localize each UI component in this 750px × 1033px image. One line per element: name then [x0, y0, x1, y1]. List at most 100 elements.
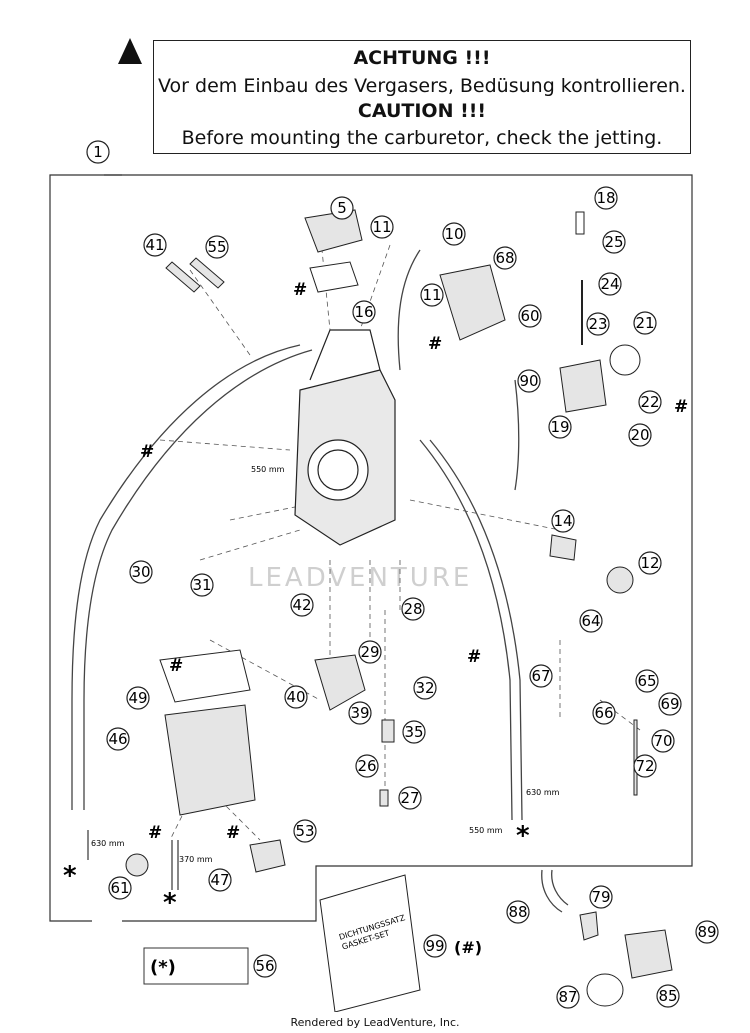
callout-circle: [352, 300, 376, 324]
callout-circle: [638, 551, 662, 575]
callout-circle: [628, 423, 652, 447]
callout-60: 60: [518, 304, 542, 328]
callout-number: 11: [372, 218, 391, 236]
callout-70: 70: [651, 729, 675, 753]
callout-26: 26: [355, 754, 379, 778]
callout-circle: [556, 985, 580, 1009]
drain-plug-part: [249, 839, 286, 873]
callout-number: 90: [519, 372, 538, 390]
callout-number: 60: [520, 307, 539, 325]
callout-72: 72: [633, 754, 657, 778]
callout-number: 18: [596, 189, 615, 207]
main-jet-part: [379, 789, 389, 807]
needle-jet-part: [381, 719, 395, 743]
callout-number: 67: [531, 667, 550, 685]
legend-box: [143, 947, 249, 985]
callout-number: 14: [553, 512, 572, 530]
callout-46: 46: [106, 727, 130, 751]
clamp-79-part: [579, 911, 599, 941]
callout-number: 12: [640, 554, 659, 572]
callout-66: 66: [592, 701, 616, 725]
callout-number: 85: [658, 987, 677, 1005]
callout-number: 89: [697, 923, 716, 941]
legend-hash-label: (#): [454, 938, 482, 957]
callout-circle: [529, 664, 553, 688]
float-gasket-part: [159, 649, 251, 703]
callout-number: 28: [403, 600, 422, 618]
callout-circle: [398, 786, 422, 810]
markers: # # # # # # # # * * *: [63, 280, 688, 918]
length-label: 630 mm: [526, 788, 560, 797]
star-marker: *: [516, 821, 530, 851]
callout-circle: [208, 868, 232, 892]
callout-number: 79: [591, 888, 610, 906]
callout-circle: [656, 984, 680, 1008]
callout-number: 39: [350, 704, 369, 722]
callout-number: 56: [255, 957, 274, 975]
callout-circle: [594, 186, 618, 210]
callout-90: 90: [517, 369, 541, 393]
callout-31: 31: [190, 573, 214, 597]
callout-30: 30: [129, 560, 153, 584]
callout-28: 28: [401, 597, 425, 621]
callout-64: 64: [579, 609, 603, 633]
callout-47: 47: [208, 868, 232, 892]
callout-number: 19: [550, 418, 569, 436]
callout-circle: [579, 609, 603, 633]
callout-circle: [413, 676, 437, 700]
callout-number: 99: [425, 937, 444, 955]
carburetor-body: [294, 329, 396, 546]
callout-49: 49: [126, 686, 150, 710]
callout-19: 19: [548, 415, 572, 439]
callout-65: 65: [635, 669, 659, 693]
callout-number: 55: [207, 238, 226, 256]
float-bowl-part: [164, 704, 256, 816]
callout-23: 23: [586, 312, 610, 336]
warning-text-en: Before mounting the carburetor, check th…: [181, 127, 663, 149]
callout-89: 89: [695, 920, 719, 944]
callout-circle: [370, 215, 394, 239]
callout-12: 12: [638, 551, 662, 575]
callout-11: 11: [370, 215, 394, 239]
callout-number: 40: [286, 688, 305, 706]
callout-42: 42: [290, 593, 314, 617]
callout-number: 88: [508, 903, 527, 921]
callout-53: 53: [293, 819, 317, 843]
callout-circle: [517, 369, 541, 393]
callout-circle: [548, 415, 572, 439]
oring-87-part: [586, 973, 624, 1007]
callout-29: 29: [358, 640, 382, 664]
hash-marker: #: [140, 442, 154, 462]
callout-circle: [143, 233, 167, 257]
callout-number: 1: [93, 143, 103, 161]
callout-circle: [402, 720, 426, 744]
hash-marker: #: [428, 334, 442, 354]
screw-41-part: [165, 261, 201, 293]
plug-61-part: [125, 853, 149, 877]
hash-marker: #: [467, 647, 481, 667]
callout-circle: [129, 560, 153, 584]
callout-circle: [420, 283, 444, 307]
callout-circle: [589, 885, 613, 909]
caution-box: ACHTUNG !!! Vor dem Einbau des Vergasers…: [153, 40, 691, 154]
callout-number: 69: [660, 695, 679, 713]
callout-number: 32: [415, 679, 434, 697]
callout-67: 67: [529, 664, 553, 688]
callout-circle: [592, 701, 616, 725]
length-label: 550 mm: [469, 826, 503, 835]
pump-lever-rod-part: [633, 719, 638, 796]
callout-number: 22: [640, 393, 659, 411]
callout-88: 88: [506, 900, 530, 924]
callout-40: 40: [284, 685, 308, 709]
callout-circle: [493, 246, 517, 270]
callout-circle: [602, 230, 626, 254]
hash-marker: #: [674, 397, 688, 417]
callout-number: 64: [581, 612, 600, 630]
callout-number: 47: [210, 871, 229, 889]
screw-55-part: [189, 257, 225, 289]
warning-text-de: Vor dem Einbau des Vergasers, Bedüsung k…: [158, 75, 686, 97]
callout-85: 85: [656, 984, 680, 1008]
callout-number: 16: [354, 303, 373, 321]
callout-87: 87: [556, 985, 580, 1009]
